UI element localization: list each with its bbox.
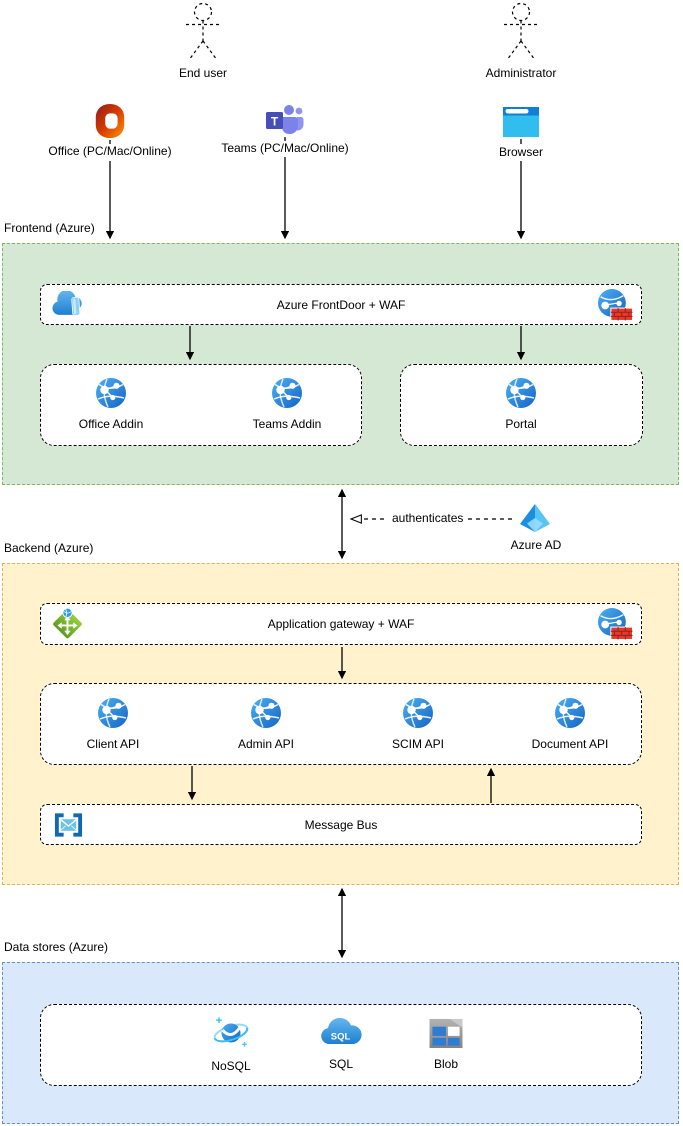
node-label: SQL (328, 1057, 353, 1071)
azure-ad-label: Azure AD (510, 538, 562, 552)
actor-icon (499, 2, 543, 64)
edge-label-authenticates: authenticates (388, 511, 468, 525)
sql-icon-glyph: SQL (331, 1032, 351, 1043)
office-icon (93, 103, 127, 139)
node-label: Document API (531, 737, 609, 751)
client-label-office: Office (PC/Mac/Online) (48, 144, 172, 158)
node-client-api: Client API (58, 697, 168, 751)
node-nosql: NoSQL (176, 1015, 286, 1073)
node-label: Admin API (237, 737, 295, 751)
web-app-icon (402, 697, 434, 732)
node-sql: SQL SQL (286, 1017, 396, 1071)
web-app-icon (95, 377, 127, 412)
client-label-teams: Teams (PC/Mac/Online) (221, 141, 349, 155)
web-app-icon (554, 697, 586, 732)
application-gateway-icon (49, 606, 86, 643)
client-label-browser: Browser (498, 145, 543, 159)
cosmos-db-icon (212, 1015, 250, 1054)
teams-icon-glyph: T (271, 115, 279, 129)
node-label: Blob (433, 1057, 459, 1071)
front-door-icon (51, 290, 87, 319)
node-portal: Portal (466, 377, 576, 431)
node-label: SCIM API (391, 737, 444, 751)
section-label-frontend: Frontend (Azure) (4, 221, 95, 235)
azure-ad-icon (517, 503, 553, 533)
node-scim-api: SCIM API (363, 697, 473, 751)
web-app-icon (250, 697, 282, 732)
front-door-label: Azure FrontDoor + WAF (276, 297, 406, 312)
web-app-icon (271, 377, 303, 412)
browser-icon (502, 106, 540, 138)
node-label: Client API (86, 737, 140, 751)
blob-storage-icon (428, 1018, 464, 1052)
node-label: Teams Addin (252, 417, 322, 431)
node-document-api: Document API (515, 697, 625, 751)
app-gateway-bar: Application gateway + WAF (40, 603, 642, 645)
node-teams-addin: Teams Addin (232, 377, 342, 431)
actor-icon (181, 2, 225, 64)
message-bus-label: Message Bus (304, 817, 378, 832)
node-label: Office Addin (78, 417, 144, 431)
web-app-icon (97, 697, 129, 732)
actor-label-administrator: Administrator (485, 66, 557, 80)
node-blob: Blob (391, 1018, 501, 1071)
node-office-addin: Office Addin (56, 377, 166, 431)
web-app-icon (505, 377, 537, 412)
api-box (40, 683, 642, 765)
waf-icon (596, 288, 634, 321)
addins-box (40, 364, 362, 446)
teams-icon: T (265, 103, 305, 137)
actor-label-end-user: End user (178, 66, 228, 80)
stores-box (40, 1004, 642, 1086)
sql-icon: SQL (320, 1017, 362, 1052)
section-label-backend: Backend (Azure) (4, 541, 94, 555)
service-bus-icon (53, 811, 84, 839)
message-bus-bar: Message Bus (40, 804, 642, 845)
section-label-datastores: Data stores (Azure) (4, 940, 109, 954)
app-gateway-label: Application gateway + WAF (267, 617, 415, 631)
node-label: Portal (505, 417, 537, 431)
node-label: NoSQL (211, 1059, 251, 1073)
waf-icon (596, 608, 634, 641)
node-admin-api: Admin API (211, 697, 321, 751)
front-door-bar: Azure FrontDoor + WAF (40, 284, 642, 325)
